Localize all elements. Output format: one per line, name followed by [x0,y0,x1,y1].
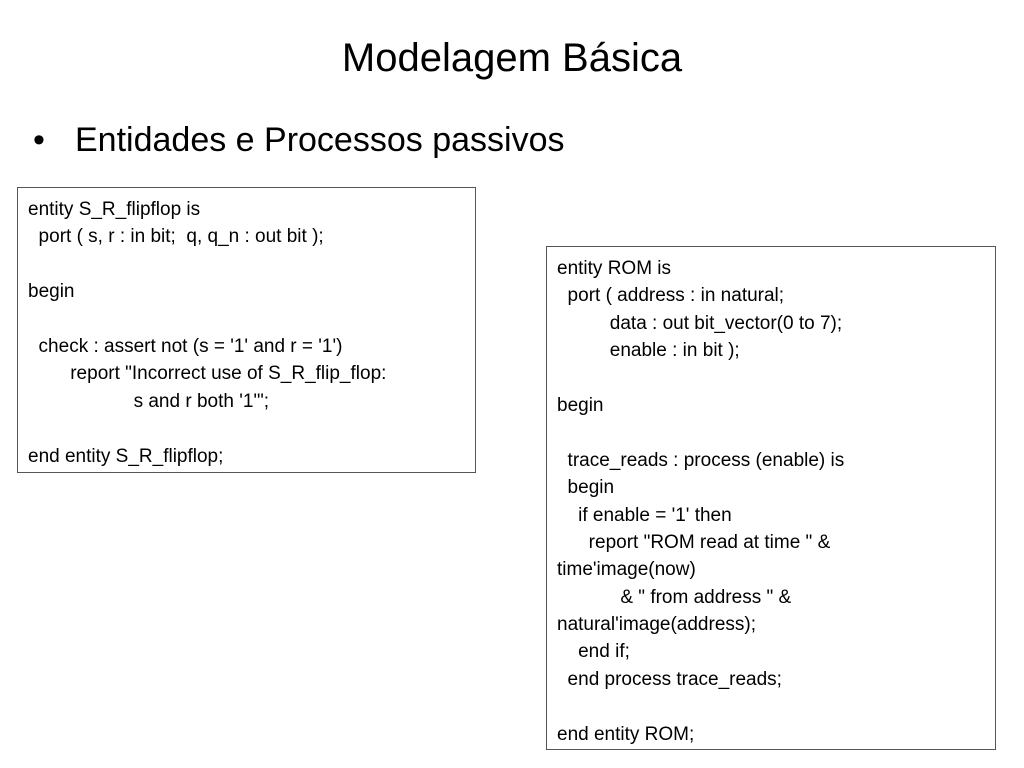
code-line: begin [557,394,604,416]
code-line: time'image(now) [557,559,696,581]
code-line: data : out bit_vector(0 to 7); [557,312,843,334]
bullet-text: Entidades e Processos passivos [75,121,565,159]
code-line [557,419,985,446]
code-line: port ( address : in natural; [557,285,785,307]
code-line [557,365,985,392]
code-line [28,251,465,278]
code-line: port ( s, r : in bit; q, q_n : out bit )… [28,226,324,248]
code-line: report "Incorrect use of S_R_flip_flop: [28,363,387,385]
code-line: end process trace_reads; [557,668,782,690]
bullet-item: • Entidades e Processos passivos [33,116,564,164]
code-line: end entity ROM; [557,723,695,745]
code-line: end if; [557,641,630,663]
code-line: check : assert not (s = '1' and r = '1') [28,335,343,357]
code-line: s and r both '1'"; [28,390,270,412]
slide-title: Modelagem Básica [341,36,683,80]
code-line [28,415,465,442]
code-line: entity S_R_flipflop is [28,199,201,220]
bullet-marker: • [33,121,45,159]
code-line: end entity S_R_flipflop; [28,445,224,467]
code-line: natural'image(address); [557,614,756,636]
code-line: if enable = '1' then [557,504,732,526]
code-box-rom: entity ROM is port ( address : in natura… [546,246,996,750]
code-box-sr-flipflop: entity S_R_flipflop is port ( s, r : in … [17,187,476,473]
code-line: entity ROM is [557,258,672,279]
code-line: trace_reads : process (enable) is [557,449,845,471]
code-line [28,306,465,333]
code-line: report "ROM read at time " & [557,531,831,553]
code-line: enable : in bit ); [557,340,740,362]
code-line [557,693,985,720]
code-line: & " from address " & [557,586,792,608]
code-line: begin [557,477,615,499]
code-line: begin [28,281,75,303]
